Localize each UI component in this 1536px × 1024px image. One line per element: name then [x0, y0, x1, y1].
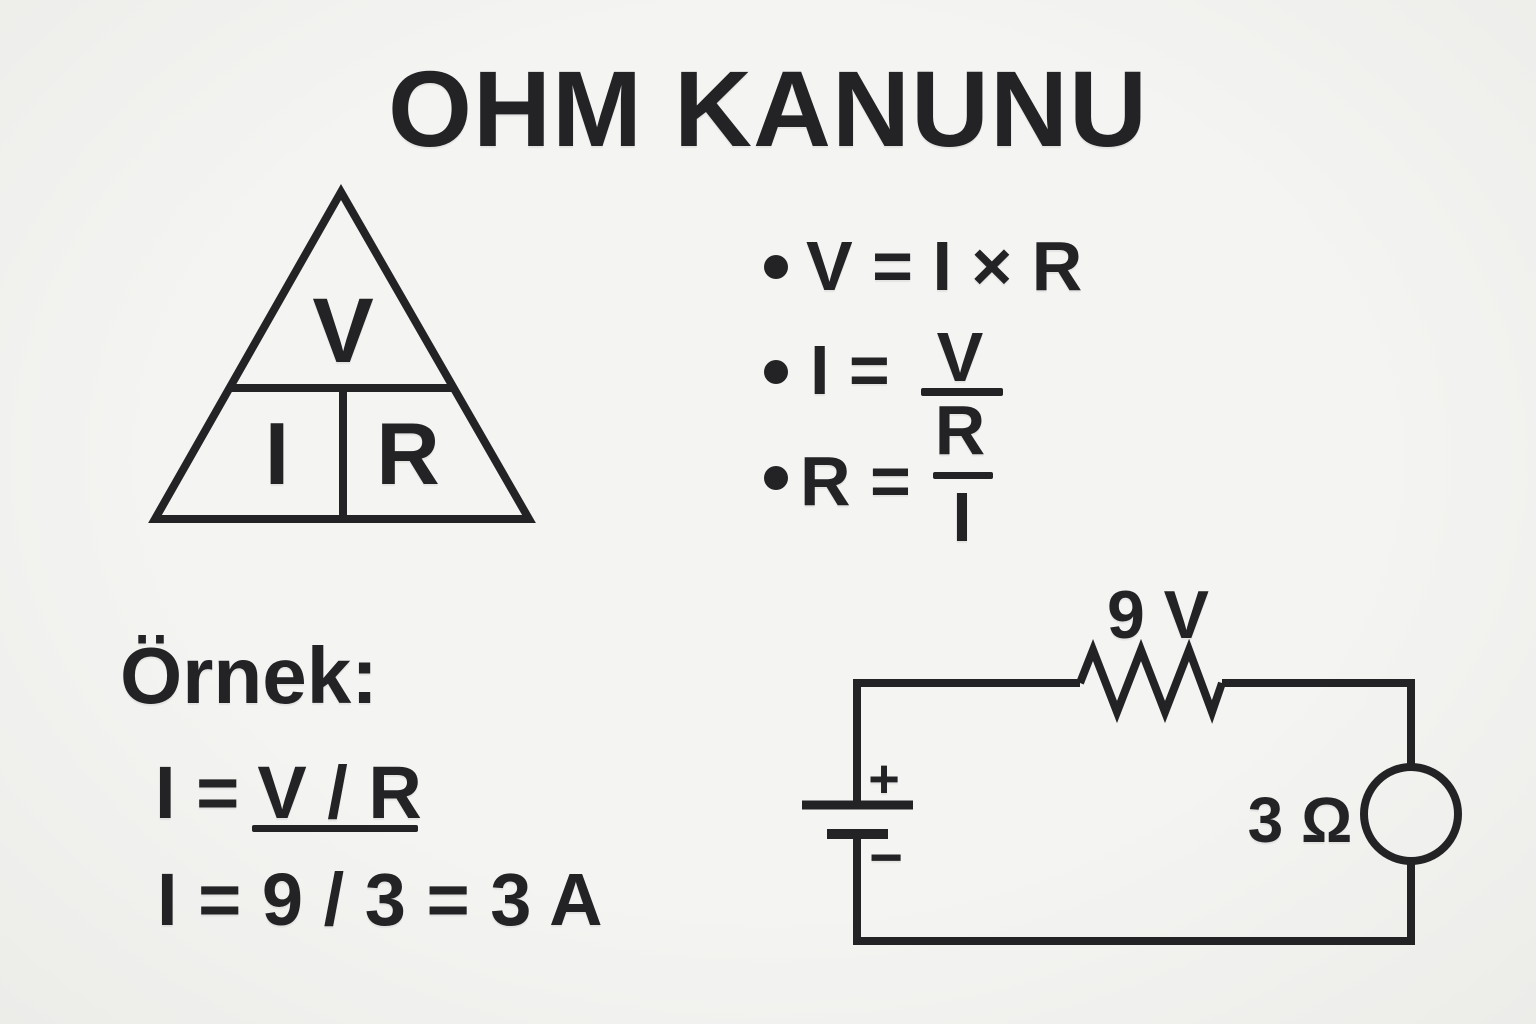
circuit-wire-top — [853, 679, 1080, 805]
fraction-denominator-i: I — [952, 478, 972, 556]
fraction-numerator-v: V — [936, 318, 984, 396]
fraction-bar — [933, 472, 993, 479]
circuit-wire-right-upper — [1222, 679, 1415, 767]
bullet-dot — [764, 360, 788, 384]
triangle-voltage-label: V — [312, 280, 374, 382]
formula-i-equals-lhs: I = — [810, 331, 890, 409]
circuit-diagram — [802, 638, 1462, 945]
formula-r-equals-lhs: R = — [800, 442, 911, 520]
bullet-dot — [764, 255, 788, 279]
example-heading: Örnek: — [120, 631, 378, 720]
triangle-resistance-label: R — [376, 404, 440, 503]
triangle-current-label: I — [264, 404, 290, 503]
lamp-circle — [1360, 763, 1462, 865]
battery-minus-sign: − — [869, 825, 903, 890]
example-underline — [252, 825, 418, 832]
vir-triangle-diagram — [148, 183, 536, 523]
example-result-line: I = 9 / 3 = 3 A — [157, 858, 603, 941]
resistor-zigzag — [1076, 638, 1226, 724]
fraction-denominator-r: R — [934, 391, 986, 469]
bullet-dot — [764, 466, 788, 490]
battery-plus-sign: + — [868, 749, 900, 809]
fraction-bar — [921, 388, 1003, 396]
example-line1-lhs: I = — [155, 751, 240, 834]
example-formula-line: I =V / R — [155, 756, 422, 830]
circuit-wire-bottom — [853, 834, 1415, 945]
page-title: OHM KANUNU — [388, 48, 1148, 169]
source-voltage-label: 9 V — [1106, 577, 1210, 653]
formula-v-equals-ir: V = I × R — [806, 227, 1083, 305]
resistance-value-label: 3 Ω — [1247, 784, 1353, 856]
example-line1-expression: V / R — [257, 751, 422, 834]
